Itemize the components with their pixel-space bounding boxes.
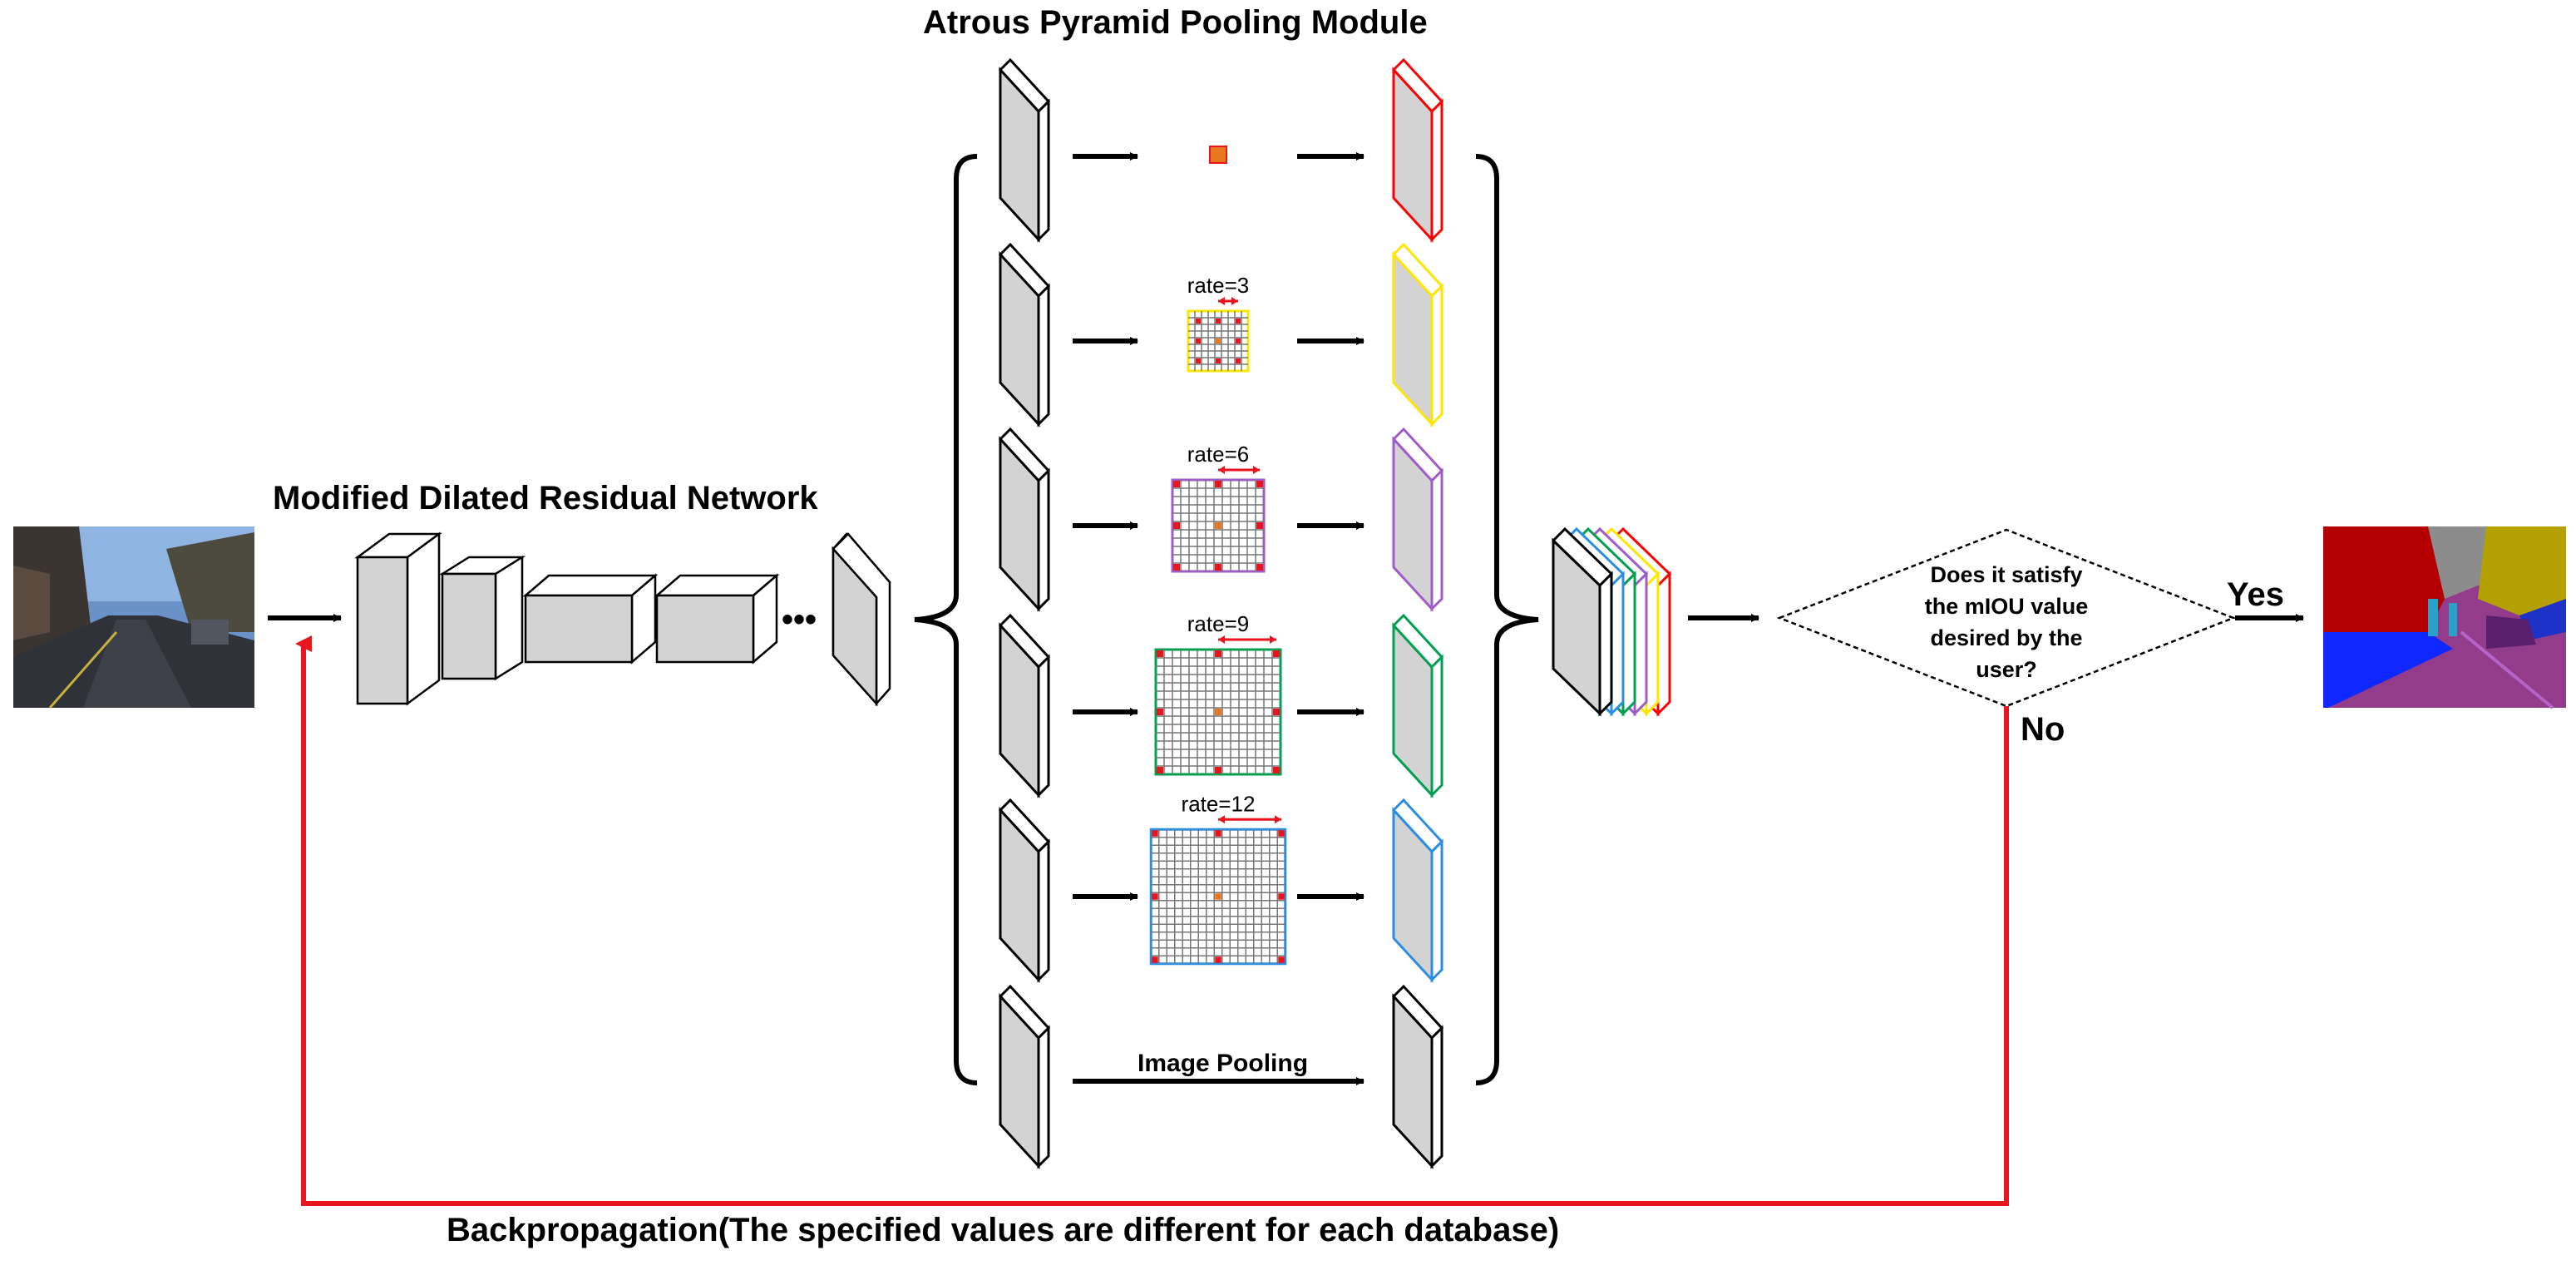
input-feature-slab-conv-1x1 <box>998 57 1051 243</box>
decision-text-3: desired by the <box>1930 625 2082 650</box>
rate-label-rate-12: rate=12 <box>1182 791 1256 816</box>
decision-text-2: the mIOU value <box>1925 594 2089 619</box>
backpropagation-path <box>295 635 2009 1206</box>
rate-label-rate-6: rate=6 <box>1187 442 1249 467</box>
dilated-kernel-rate-6 <box>1171 466 1266 573</box>
input-street-photo-icon <box>13 526 254 709</box>
left-brace <box>914 154 978 1085</box>
rate-label-rate-3: rate=3 <box>1187 273 1249 298</box>
decision-text-4: user? <box>1976 657 2037 682</box>
stack-layer <box>1551 526 1614 717</box>
output-feature-slab-image-pooling <box>1391 984 1444 1169</box>
output-feature-slab-rate-12 <box>1391 798 1444 983</box>
decision-text-1: Does it satisfy <box>1930 562 2082 587</box>
input-feature-slab-image-pooling <box>998 984 1051 1169</box>
residual-block-4 <box>654 573 780 665</box>
dilated-kernel-rate-12 <box>1149 815 1287 966</box>
input-feature-slab-rate-9 <box>998 613 1051 798</box>
yes-label: Yes <box>2227 576 2284 613</box>
input-feature-slab-rate-3 <box>998 242 1051 427</box>
conv-1x1-kernel <box>1209 146 1227 164</box>
no-label: No <box>2021 711 2065 748</box>
right-brace <box>1475 154 1539 1085</box>
image-pooling-label: Image Pooling <box>1137 1050 1308 1077</box>
residual-block-final <box>832 532 891 707</box>
residual-block-1 <box>354 531 442 706</box>
backprop-label: Backpropagation(The specified values are… <box>447 1212 1559 1248</box>
residual-block-2 <box>438 555 526 681</box>
output-feature-slab-rate-6 <box>1391 427 1444 612</box>
network-title: Modified Dilated Residual Network <box>273 480 818 516</box>
ellipsis: ••• <box>782 601 817 638</box>
dilated-kernel-rate-3 <box>1187 297 1250 373</box>
residual-block-3 <box>522 573 659 665</box>
module-title: Atrous Pyramid Pooling Module <box>923 4 1428 41</box>
segmentation-output-map-icon <box>2323 526 2566 709</box>
output-feature-slab-conv-1x1 <box>1391 57 1444 243</box>
input-feature-slab-rate-12 <box>998 798 1051 983</box>
concat-feature-stack <box>1551 526 1672 717</box>
output-feature-slab-rate-9 <box>1391 613 1444 798</box>
dilated-kernel-rate-9 <box>1154 635 1282 776</box>
rate-label-rate-9: rate=9 <box>1187 611 1249 636</box>
input-feature-slab-rate-6 <box>998 427 1051 612</box>
decision-diamond <box>1776 528 2237 708</box>
output-feature-slab-rate-3 <box>1391 242 1444 427</box>
